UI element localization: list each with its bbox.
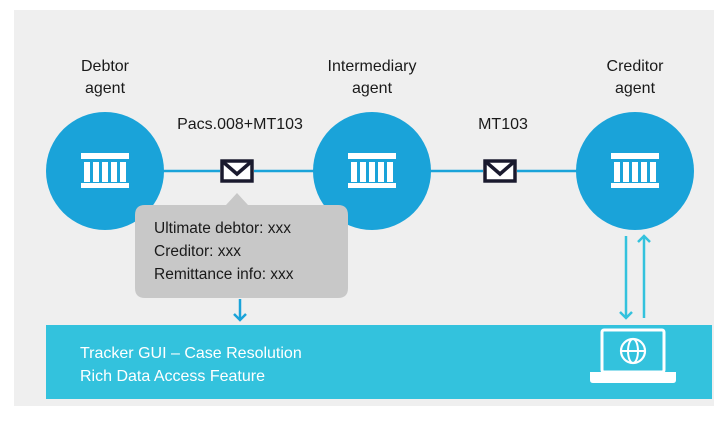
creditor-agent-label-line1: Creditor — [607, 58, 665, 75]
intermediary-agent-label-line1: Intermediary — [328, 58, 417, 75]
message-label-mt103: MT103 — [478, 116, 528, 133]
envelope-icon — [483, 159, 517, 183]
down-arrow-icon — [233, 299, 247, 322]
creditor-agent-node — [576, 112, 694, 230]
bank-icon — [81, 153, 129, 188]
intermediary-agent-node — [313, 112, 431, 230]
intermediary-agent-label-line2: agent — [352, 80, 393, 97]
bank-icon — [348, 153, 396, 188]
bank-icon — [611, 153, 659, 188]
message-label-pacs008-mt103: Pacs.008+MT103 — [177, 116, 303, 133]
laptop-globe-icon — [590, 328, 676, 383]
callout-line-ultimate-debtor: Ultimate debtor: xxx — [154, 220, 291, 237]
remittance-callout: Ultimate debtor: xxx Creditor: xxx Remit… — [135, 193, 348, 298]
callout-line-creditor: Creditor: xxx — [154, 243, 241, 260]
debtor-agent-label-line2: agent — [85, 80, 126, 97]
up-down-arrows-icon — [619, 234, 651, 320]
envelope-icon — [220, 159, 254, 183]
callout-line-remittance-info: Remittance info: xxx — [154, 266, 294, 283]
debtor-agent-node — [46, 112, 164, 230]
creditor-agent-label-line2: agent — [615, 80, 656, 97]
tracker-title-line1: Tracker GUI – Case Resolution — [80, 345, 302, 362]
tracker-title-line2: Rich Data Access Feature — [80, 368, 265, 385]
debtor-agent-label-line1: Debtor — [81, 58, 130, 75]
